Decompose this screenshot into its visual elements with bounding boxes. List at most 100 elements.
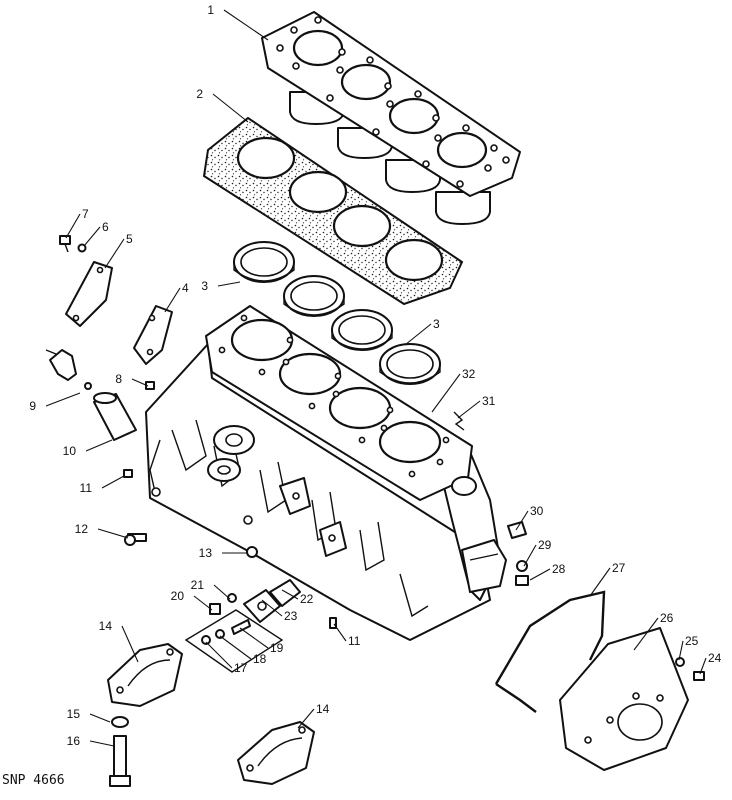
callout-leader-c3b	[404, 323, 432, 346]
sensor-stud	[231, 619, 251, 635]
callout-label-c5: 5	[126, 232, 133, 246]
callout-label-c28: 28	[552, 562, 566, 576]
callout-label-c3a: 3	[201, 279, 208, 293]
callout-leader-c31	[457, 400, 481, 419]
callout-leader-c7	[65, 213, 81, 239]
callout-leader-c21	[213, 584, 231, 600]
callout-label-c14b: 14	[316, 702, 330, 716]
callout-leader-c2	[212, 93, 249, 123]
callout-label-c23: 23	[284, 609, 298, 623]
callout-leader-c26	[633, 617, 659, 651]
cylinder-liner-plate	[261, 11, 521, 225]
callout-leader-c19	[239, 627, 269, 649]
cap-screw-long	[109, 735, 131, 787]
callout-label-c32: 32	[462, 367, 476, 381]
clip	[453, 411, 465, 431]
head-gasket	[202, 116, 464, 306]
callout-label-c18: 18	[253, 652, 267, 666]
callout-leader-c29	[523, 544, 537, 567]
callout-leader-c12	[97, 528, 129, 539]
main-bearing-cap	[107, 643, 183, 707]
rear-plate	[559, 627, 689, 771]
sleeve-tube	[93, 392, 137, 441]
cover-gasket	[269, 579, 301, 607]
cylinder-block	[145, 305, 507, 641]
callout-label-c9: 9	[29, 399, 36, 413]
callout-label-c22: 22	[300, 592, 314, 606]
callout-label-c8: 8	[115, 372, 122, 386]
callout-label-c11b: 11	[348, 634, 361, 648]
callout-label-c17: 17	[234, 661, 248, 675]
callout-leader-c20	[193, 595, 213, 611]
fitting-washer	[227, 593, 237, 603]
packing-ring	[283, 275, 345, 317]
block-cylinder-bores	[230, 318, 442, 464]
rear-plate-washer	[675, 657, 685, 667]
callout-leader-c5	[104, 238, 125, 269]
packing-ring	[379, 343, 441, 385]
callout-label-c13: 13	[199, 546, 213, 560]
main-bearing-cap	[237, 721, 315, 785]
callout-label-c14a: 14	[99, 619, 113, 633]
callout-leader-c16	[89, 740, 115, 747]
callout-leader-c28	[529, 568, 551, 581]
callout-leader-c23	[261, 599, 283, 617]
side-cover-gasket	[133, 305, 173, 365]
callout-label-c21: 21	[191, 578, 205, 592]
drain-valve	[45, 349, 92, 390]
callout-leader-c11a	[101, 475, 125, 489]
callout-label-c16: 16	[67, 734, 81, 748]
lock-washer	[77, 243, 87, 253]
callout-label-c11a: 11	[80, 481, 93, 495]
callout-leader-c22	[281, 589, 299, 600]
bushing	[507, 521, 527, 539]
side-cover-plate	[65, 261, 113, 327]
liner-bores	[292, 29, 488, 169]
callout-label-c3b: 3	[433, 317, 440, 331]
callout-leader-c4	[164, 287, 181, 313]
callout-leader-c27	[589, 567, 611, 597]
pipe-plugs	[123, 381, 337, 629]
dowel-sleeve	[515, 575, 529, 586]
block-bosses	[151, 425, 477, 557]
callout-leader-c18	[219, 635, 252, 660]
rear-plate-screw	[693, 671, 705, 681]
callout-leader-c30	[515, 510, 529, 531]
callout-leaders	[45, 9, 707, 747]
cap-screw	[59, 235, 71, 253]
callout-leader-c1	[223, 9, 269, 41]
callout-label-c6: 6	[102, 220, 109, 234]
packing-ring	[331, 309, 393, 351]
callout-label-c2: 2	[196, 87, 203, 101]
callout-leader-c11b	[333, 623, 347, 642]
callout-label-c27: 27	[612, 561, 626, 575]
callout-leader-c24	[699, 657, 707, 675]
callout-label-c29: 29	[538, 538, 552, 552]
callout-label-c15: 15	[67, 707, 81, 721]
callout-label-c7: 7	[82, 207, 89, 221]
callout-leader-c17	[205, 641, 233, 669]
callout-label-c12: 12	[75, 522, 89, 536]
sensor-washer	[201, 635, 211, 645]
packing-ring	[233, 241, 295, 283]
callout-leader-c10	[85, 439, 113, 452]
callout-label-c1: 1	[207, 3, 214, 17]
callout-label-c26: 26	[660, 611, 674, 625]
sensor-nut	[215, 629, 225, 639]
dowel-pin	[124, 533, 147, 546]
callout-leader-c25	[678, 640, 684, 661]
callout-labels: 1233456789101111121314141516171819202122…	[29, 3, 721, 748]
callout-label-c19: 19	[270, 641, 284, 655]
callout-leader-c14a	[121, 625, 139, 663]
callout-label-c20: 20	[171, 589, 185, 603]
hardware-group-box	[184, 609, 284, 673]
callout-label-c25: 25	[685, 634, 699, 648]
liner-packing-rings	[233, 241, 441, 385]
rear-gasket	[494, 590, 606, 713]
callout-label-c30: 30	[530, 504, 544, 518]
callout-label-c10: 10	[63, 444, 77, 458]
callout-leader-c9	[45, 392, 81, 407]
callout-leader-c6	[83, 226, 101, 247]
callout-leader-c15	[89, 713, 111, 723]
